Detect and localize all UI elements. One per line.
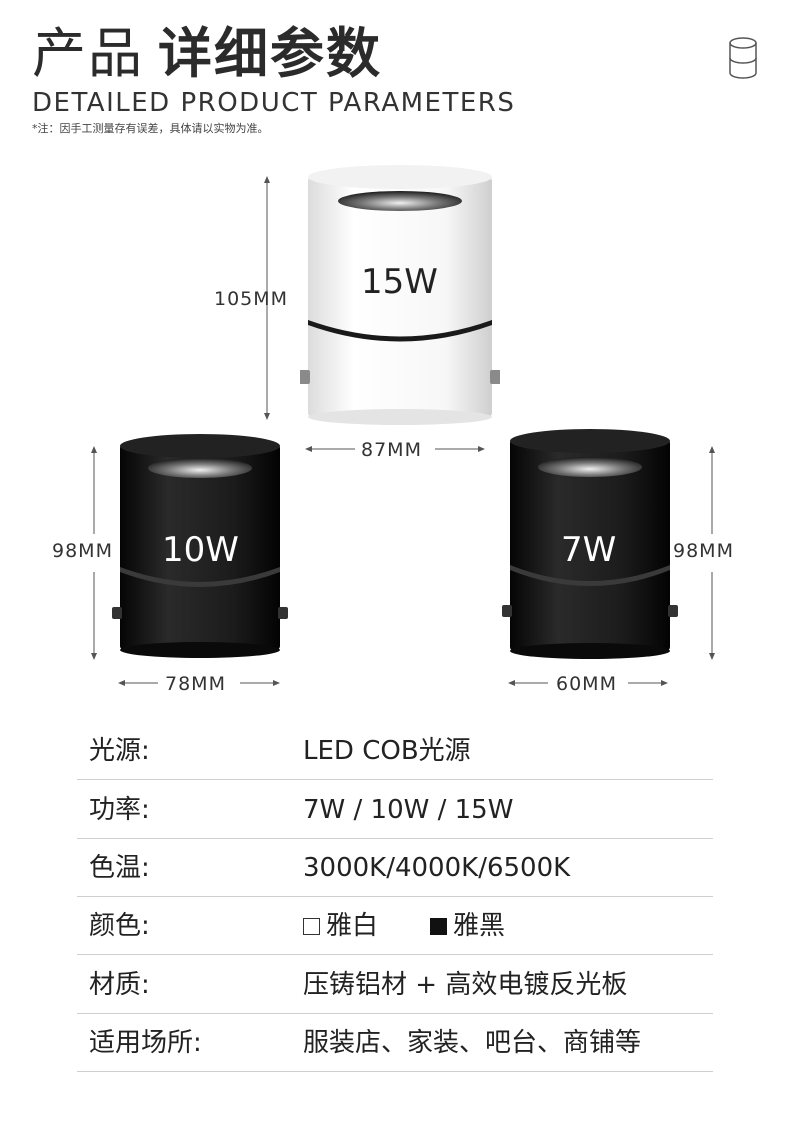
color-option-label: 雅黑 [453, 911, 506, 941]
dimension-arrow-horizontal-10w [118, 680, 280, 686]
product-label-15w: 15W [361, 262, 438, 302]
dimension-arrow-horizontal-7w [508, 680, 668, 686]
dimension-arrow-vertical-7w [709, 446, 715, 660]
product-image-15w [300, 165, 500, 425]
dimension-height-10w: 98MM [52, 540, 113, 562]
spec-value: LED COB光源 [303, 736, 471, 766]
page-subtitle: DETAILED PRODUCT PARAMETERS [32, 88, 516, 118]
spec-key: 适用场所: [89, 1028, 202, 1058]
dimension-width-15w: 87MM [361, 439, 422, 461]
white-square-icon [303, 918, 320, 935]
black-square-icon [430, 918, 448, 935]
dimension-arrow-vertical-15w [264, 176, 270, 420]
dimension-arrow-horizontal-15w [305, 446, 485, 452]
measurement-note: *注：因手工测量存有误差，具体请以实物为准。 [32, 122, 269, 135]
color-option-black: 雅黑 [430, 910, 505, 942]
dimension-height-15w: 105MM [214, 288, 289, 310]
page-title: 产品详细参数 [32, 22, 382, 86]
spec-value: 服装店、家装、吧台、商铺等 [303, 1028, 642, 1058]
spec-row-material: 材质: 压铸铝材 + 高效电镀反光板 [77, 955, 713, 1014]
dimension-width-7w: 60MM [556, 673, 617, 695]
spec-row-application: 适用场所: 服装店、家装、吧台、商铺等 [77, 1013, 713, 1072]
dimension-height-7w: 98MM [673, 540, 734, 562]
color-option-label: 雅白 [326, 911, 379, 941]
spec-key: 光源: [89, 736, 150, 766]
product-label-7w: 7W [561, 530, 617, 570]
dimension-arrow-vertical-10w [91, 446, 97, 660]
product-image-10w [112, 434, 288, 658]
spec-key: 材质: [89, 970, 150, 1000]
spec-row-color-temperature: 色温: 3000K/4000K/6500K [77, 838, 713, 897]
spec-row-color: 颜色: 雅白 雅黑 [77, 896, 713, 955]
spec-key: 色温: [89, 853, 150, 883]
spec-value-color-options: 雅白 雅黑 [303, 910, 505, 942]
spec-key: 功率: [89, 795, 150, 825]
page-title-bold: 详细参数 [158, 22, 382, 85]
spec-row-light-source: 光源: LED COB光源 [77, 721, 713, 780]
color-option-white: 雅白 [303, 910, 378, 942]
spec-value: 3000K/4000K/6500K [303, 853, 571, 883]
product-image-7w [502, 429, 678, 659]
spec-key: 颜色: [89, 911, 150, 941]
dimension-width-10w: 78MM [165, 673, 226, 695]
product-label-10w: 10W [162, 530, 239, 570]
spec-row-power: 功率: 7W / 10W / 15W [77, 780, 713, 839]
page-title-light: 产品 [32, 22, 144, 85]
spec-value: 压铸铝材 + 高效电镀反光板 [303, 970, 628, 1000]
spec-value: 7W / 10W / 15W [303, 795, 514, 825]
cylinder-icon [729, 37, 757, 79]
